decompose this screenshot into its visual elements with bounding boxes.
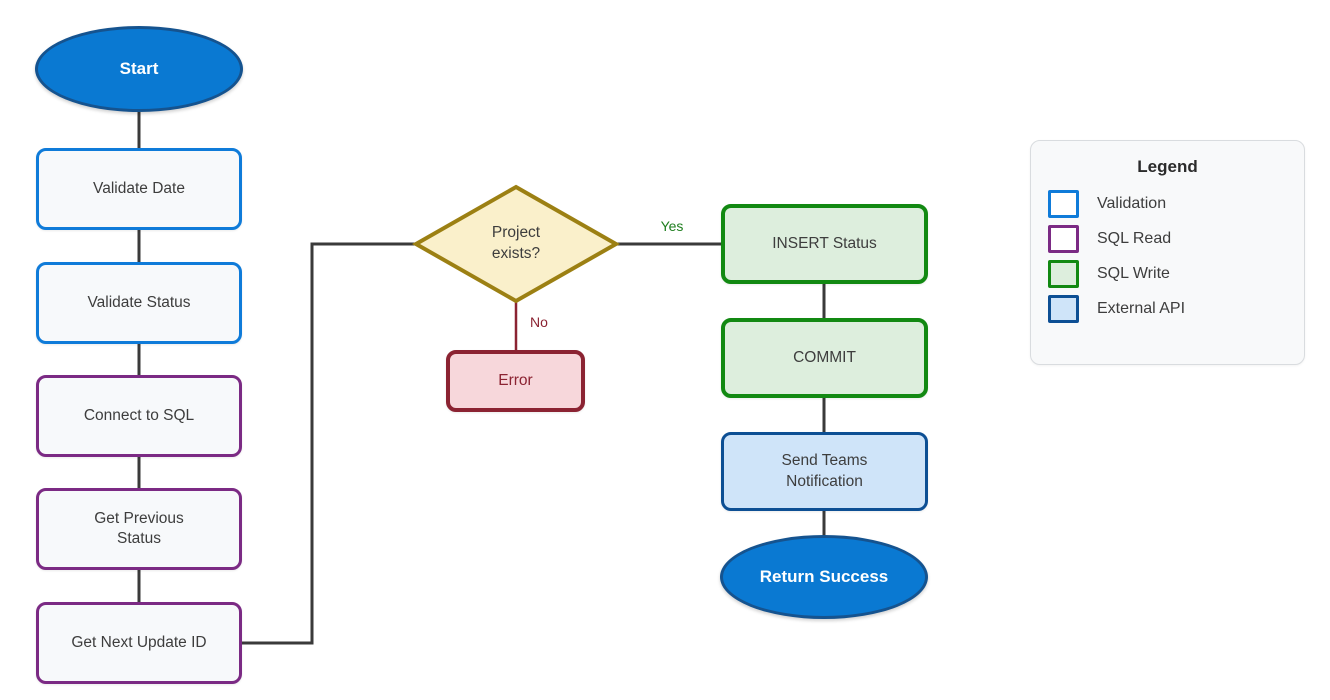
node-error: Error <box>446 350 585 412</box>
node-send-teams-notification-label: Send Teams Notification <box>781 452 868 490</box>
node-get-previous-status-label: Get Previous Status <box>94 509 184 547</box>
legend-item-sql-read: SQL Read <box>1048 224 1287 253</box>
connector-get-next-decision <box>242 242 416 645</box>
legend-swatch-validation <box>1048 189 1079 218</box>
node-error-label: Error <box>498 371 533 389</box>
node-get-next-update-id-label: Get Next Update ID <box>71 633 207 651</box>
legend-swatch-external-api <box>1048 294 1079 323</box>
node-decision-label: Project exists? <box>491 224 541 262</box>
legend-item-external-api: External API <box>1048 294 1287 323</box>
node-return-success-label: Return Success <box>759 566 889 586</box>
node-insert-status: INSERT Status <box>721 204 928 284</box>
node-validate-date-label: Validate Date <box>93 179 185 197</box>
node-get-previous-status: Get Previous Status <box>36 488 242 570</box>
node-validate-status: Validate Status <box>36 262 242 344</box>
legend-panel: Legend Validation SQL Read SQL Write Ext… <box>1030 140 1305 365</box>
legend-title: Legend <box>1137 157 1198 176</box>
node-commit: COMMIT <box>721 318 928 398</box>
edge-label-yes: Yes <box>660 218 684 234</box>
node-validate-status-label: Validate Status <box>87 293 191 311</box>
legend-label-validation: Validation <box>1097 194 1167 212</box>
legend-item-validation: Validation <box>1048 189 1287 218</box>
legend-swatch-sql-write <box>1048 259 1079 288</box>
node-validate-date: Validate Date <box>36 148 242 230</box>
node-connect-sql-label: Connect to SQL <box>83 406 195 424</box>
edge-label-no: No <box>530 314 548 330</box>
legend-label-external-api: External API <box>1097 299 1186 317</box>
node-commit-label: COMMIT <box>793 348 856 366</box>
node-start: Start <box>35 26 243 112</box>
legend-swatch-sql-read <box>1048 224 1079 253</box>
node-connect-sql: Connect to SQL <box>36 375 242 457</box>
legend-label-sql-read: SQL Read <box>1097 229 1172 247</box>
node-insert-status-label: INSERT Status <box>772 234 877 252</box>
node-get-next-update-id: Get Next Update ID <box>36 602 242 684</box>
legend-item-sql-write: SQL Write <box>1048 259 1287 288</box>
node-send-teams-notification: Send Teams Notification <box>721 432 928 511</box>
legend-label-sql-write: SQL Write <box>1097 264 1170 282</box>
node-start-label: Start <box>119 58 159 78</box>
decision-diamond-shape <box>411 184 621 304</box>
node-decision: Project exists? <box>426 202 606 286</box>
node-return-success: Return Success <box>720 535 928 619</box>
